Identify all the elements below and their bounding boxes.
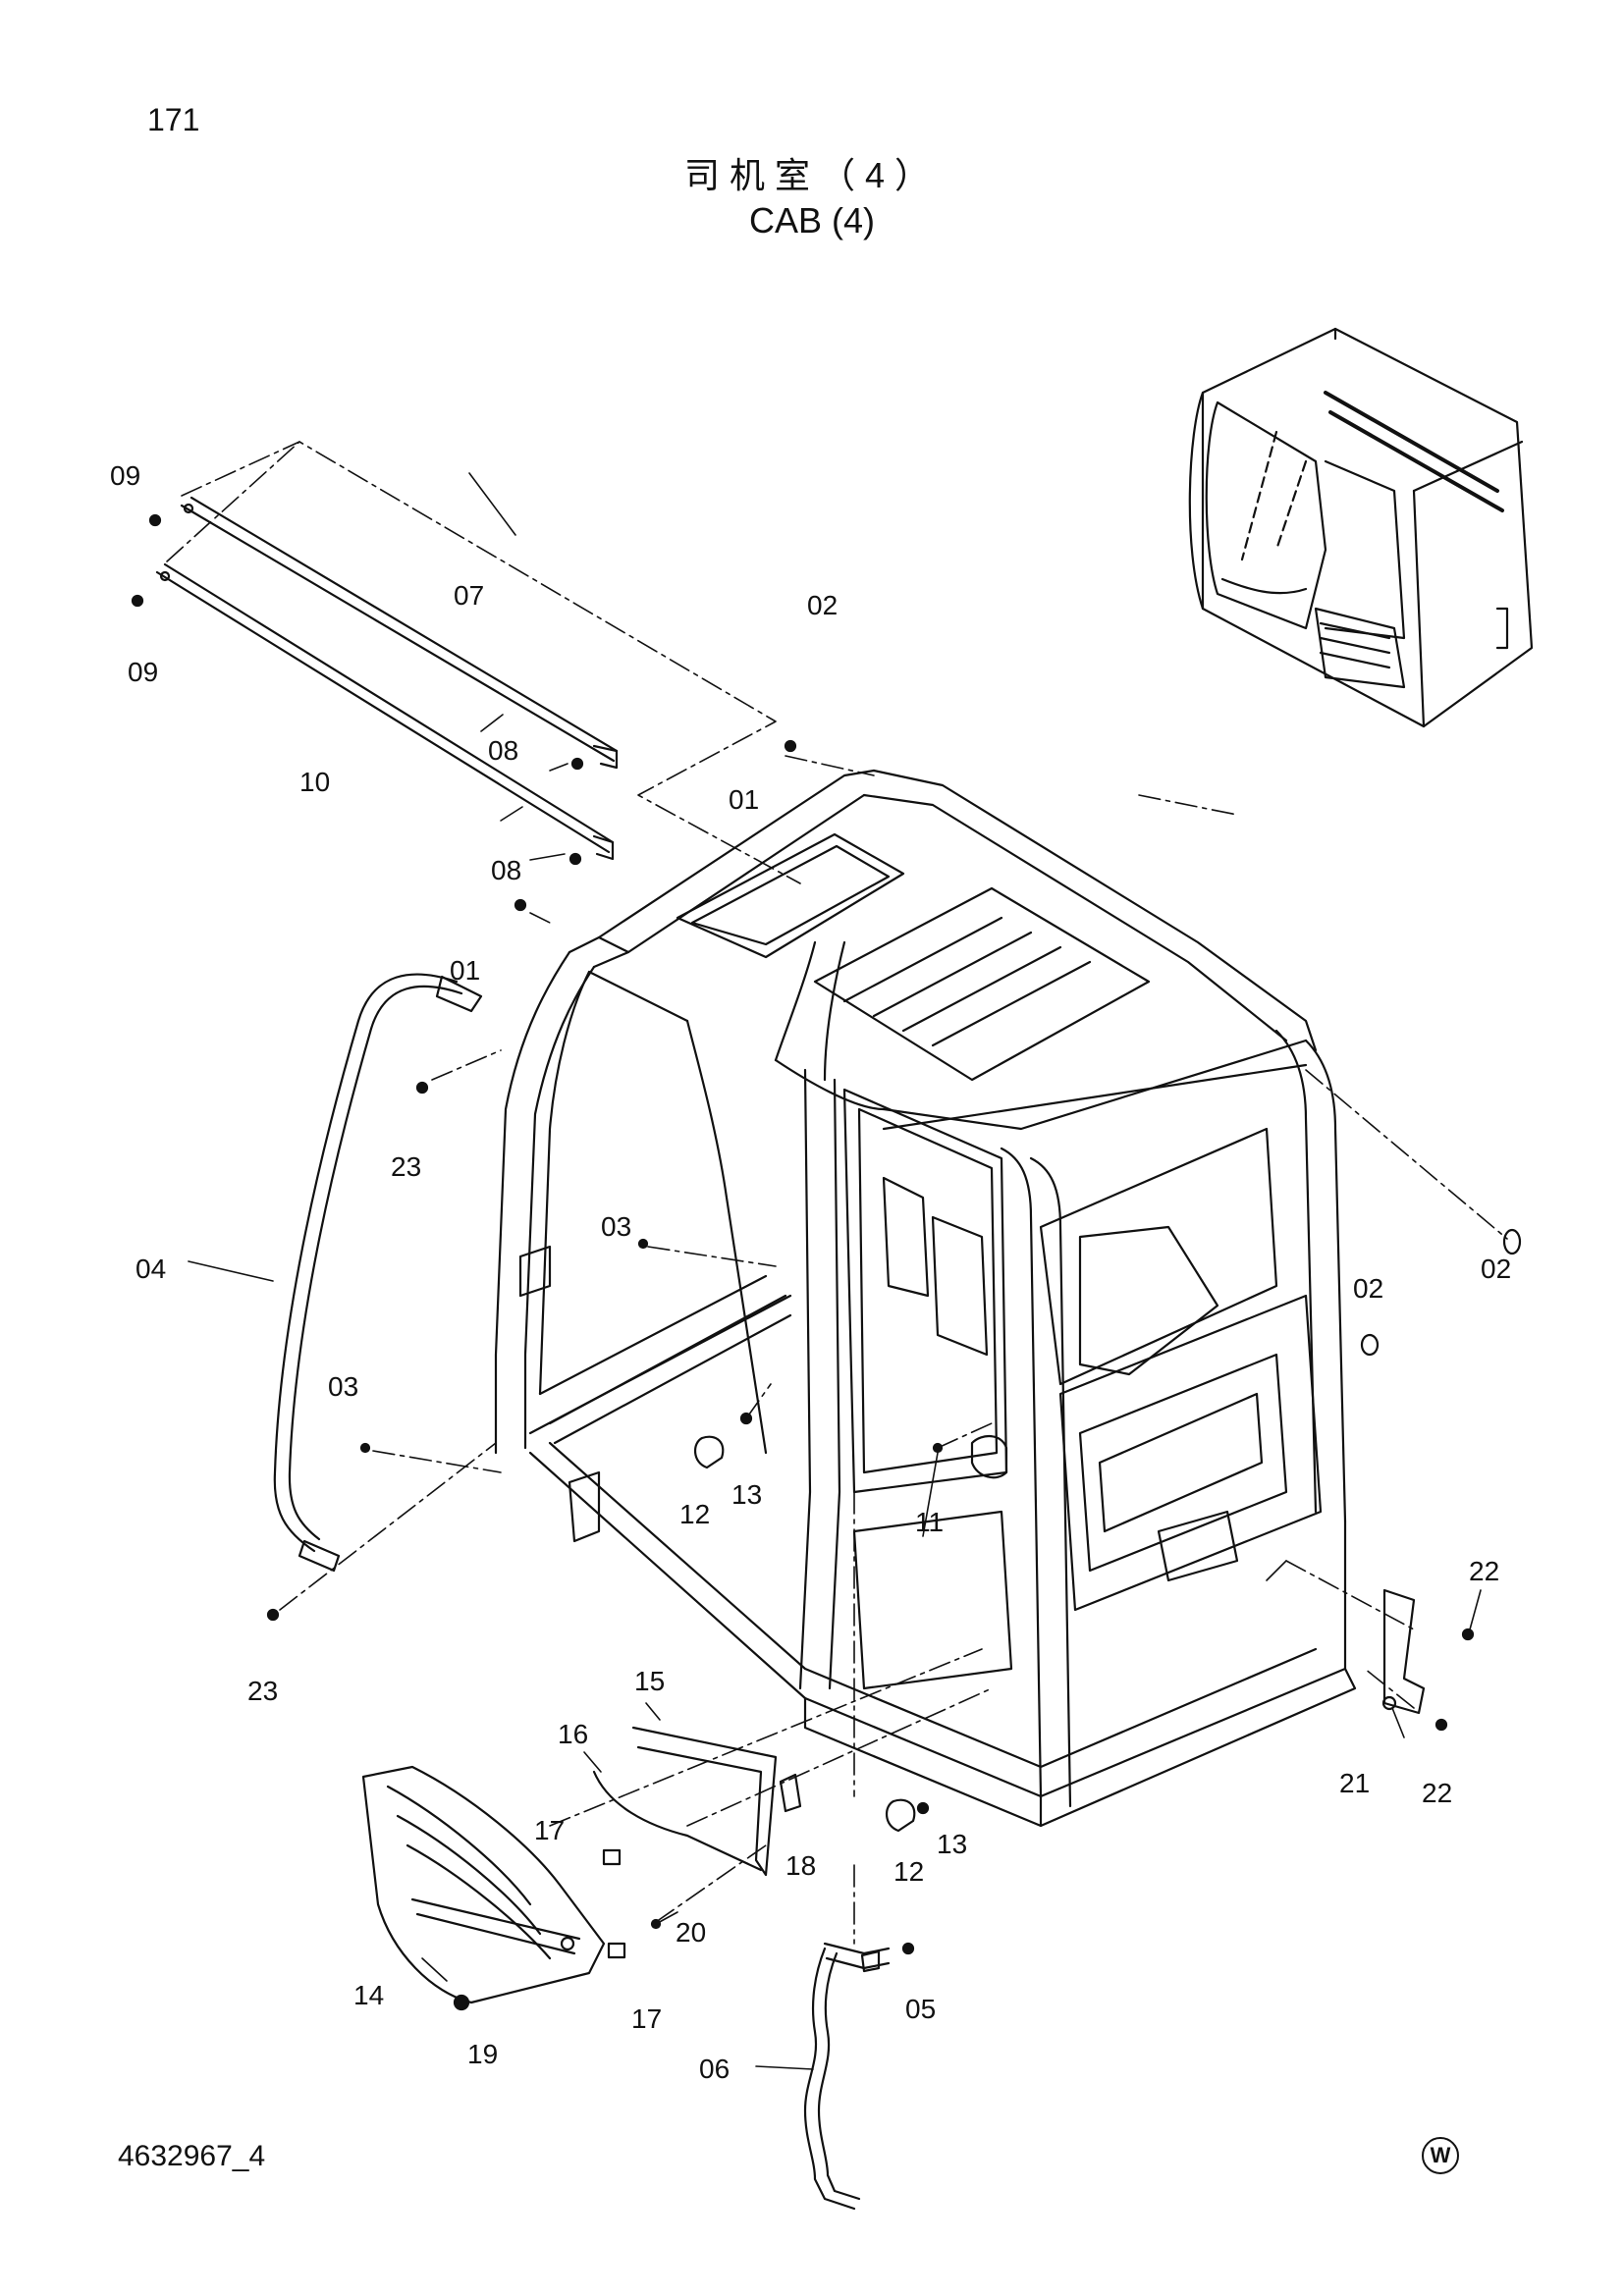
callout-06: 06: [699, 2054, 730, 2084]
phantom-lines: [166, 441, 1508, 1945]
callout-22-upper: 22: [1469, 1556, 1499, 1586]
title-english: CAB (4): [748, 200, 876, 240]
callout-19: 19: [467, 2039, 498, 2069]
callout-20: 20: [676, 1917, 706, 1948]
title-chinese: 司机室（4）: [683, 155, 941, 195]
page-number: 171: [147, 102, 200, 137]
callout-03-lower: 03: [328, 1371, 358, 1402]
callout-13-upper: 13: [731, 1479, 762, 1510]
callout-22-lower: 22: [1422, 1778, 1452, 1808]
callout-09-lower: 09: [128, 657, 158, 687]
seal-15-16: [592, 1726, 778, 1877]
inset-cab-view: [1188, 327, 1534, 728]
callout-02-mid: 02: [1353, 1273, 1383, 1304]
callout-16: 16: [558, 1719, 588, 1749]
callout-01-left: 01: [450, 955, 480, 986]
callout-10: 10: [299, 767, 330, 797]
roof-rail-10: [155, 562, 615, 861]
callout-08-lower: 08: [491, 855, 521, 885]
callout-09-upper: 09: [110, 460, 140, 491]
caps-and-clips: [602, 1228, 1522, 1973]
callout-04: 04: [135, 1254, 166, 1284]
callout-17-lower: 17: [631, 2003, 662, 2034]
small-hardware: [131, 513, 1475, 2011]
callout-23-lower: 23: [247, 1676, 278, 1706]
corner-mark: W: [1422, 2137, 1459, 2174]
callout-08-upper: 08: [488, 735, 518, 766]
callout-labels: 09 09 07 10 08 08 02 01 01 23 04 03 03 0…: [110, 460, 1511, 2084]
callout-14: 14: [353, 1980, 384, 2010]
callout-11: 11: [915, 1507, 944, 1537]
callout-05: 05: [905, 1994, 936, 2024]
bracket-21: [1381, 1588, 1426, 1715]
roof-rail-07: [180, 496, 619, 770]
cab-frame: [494, 769, 1357, 1828]
callout-07: 07: [454, 580, 484, 611]
handrail-04: [273, 973, 483, 1573]
callout-01-top: 01: [729, 784, 759, 815]
callout-23-upper: 23: [391, 1151, 421, 1182]
bottom-cover-14: [361, 1765, 606, 2004]
callout-12-upper: 12: [679, 1499, 710, 1529]
callout-13-lower: 13: [937, 1829, 967, 1859]
callout-15: 15: [634, 1666, 665, 1696]
callout-02-top: 02: [807, 590, 838, 620]
callout-02-right: 02: [1481, 1254, 1511, 1284]
callout-12-lower: 12: [893, 1856, 924, 1887]
leader-lines: [188, 472, 1482, 2070]
callout-17-upper: 17: [534, 1815, 565, 1845]
callout-21: 21: [1339, 1768, 1370, 1798]
callout-18: 18: [785, 1850, 816, 1881]
rod-06: [803, 1942, 891, 2211]
document-code: 4632967_4: [118, 2140, 266, 2172]
callout-03-upper: 03: [601, 1211, 631, 1242]
